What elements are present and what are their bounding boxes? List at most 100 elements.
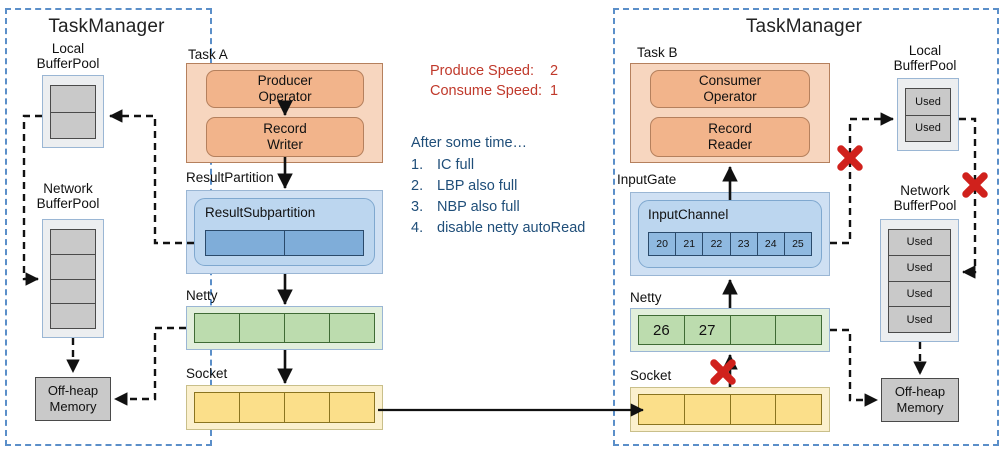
netty-cell xyxy=(731,316,777,344)
buffer-cell: Used xyxy=(889,281,950,308)
blocked-marker-socket-to-netty-icon xyxy=(710,359,736,385)
step-number: 3. xyxy=(411,199,424,215)
right-local-bufferpool-label-line1: Local xyxy=(908,43,942,58)
buffer-cell xyxy=(51,279,95,305)
input-channel-label: InputChannel xyxy=(648,207,729,222)
netty-cell xyxy=(285,314,330,342)
left-netty-label: Netty xyxy=(186,288,218,303)
left-offheap-memory: Off-heap Memory xyxy=(35,377,111,421)
record-reader: Record Reader xyxy=(650,117,810,157)
produce-speed-label: Produce Speed: xyxy=(430,63,534,79)
left-netty-cells xyxy=(194,313,375,343)
step-number: 4. xyxy=(411,220,424,236)
blocked-marker-local-pool-icon xyxy=(837,145,863,171)
list-item: 4. disable netty autoRead xyxy=(411,218,585,239)
left-network-bufferpool-cells xyxy=(50,229,96,329)
buffer-cell: Used xyxy=(906,89,950,116)
input-channel-cell: 25 xyxy=(792,238,804,250)
consume-speed-label: Consume Speed: xyxy=(430,83,543,99)
socket-cell xyxy=(731,395,777,424)
steps-list: 1. IC full 2. LBP also full 3. NBP also ful… xyxy=(411,155,585,239)
input-channel-cell: 23 xyxy=(731,233,758,255)
right-network-bufferpool-cells: Used Used Used Used xyxy=(888,229,951,333)
left-local-bufferpool-cells xyxy=(50,85,96,139)
producer-operator: Producer Operator xyxy=(206,70,364,108)
task-a-label: Task A xyxy=(188,47,228,62)
left-socket-label: Socket xyxy=(186,366,228,381)
input-channel-cell: 20 xyxy=(649,233,677,255)
record-reader-line1: Record xyxy=(708,121,752,136)
consumer-operator-line1: Consumer xyxy=(698,73,762,88)
consume-speed-row: Consume Speed: 1 xyxy=(430,81,558,101)
netty-cell xyxy=(195,314,240,342)
left-socket-cells xyxy=(194,392,375,423)
record-writer: Record Writer xyxy=(206,117,364,157)
netty-cell: 26 xyxy=(639,316,685,344)
socket-cell xyxy=(195,393,240,422)
step-number: 2. xyxy=(411,178,424,194)
input-gate-label: InputGate xyxy=(617,172,677,187)
socket-cell xyxy=(685,395,731,424)
input-channel-cell: 24 xyxy=(758,233,785,255)
left-local-bufferpool-label-line2: BufferPool xyxy=(36,56,100,71)
task-b-label: Task B xyxy=(637,45,678,60)
step-text: IC full xyxy=(437,157,475,173)
produce-speed-value: 2 xyxy=(550,63,559,79)
result-partition-label: ResultPartition xyxy=(186,170,274,185)
right-netty-cells: 26 27 xyxy=(638,315,822,345)
consume-speed-value: 1 xyxy=(550,83,559,99)
buffer-cell: Used xyxy=(906,115,950,141)
step-number: 1. xyxy=(411,157,424,173)
buffer-cell xyxy=(51,112,95,138)
taskmanager-left-title: TaskManager xyxy=(48,16,165,37)
buffer-cell: Used xyxy=(889,230,950,256)
step-text: disable netty autoRead xyxy=(437,220,586,236)
result-subpartition-label: ResultSubpartition xyxy=(205,205,316,220)
buffer-cell xyxy=(51,230,95,255)
socket-cell xyxy=(285,393,330,422)
subpartition-cell xyxy=(285,231,363,255)
left-local-bufferpool-label-line1: Local xyxy=(51,41,85,56)
taskmanager-right-panel xyxy=(613,8,999,446)
right-local-bufferpool-cells: Used Used xyxy=(905,88,951,142)
record-reader-line2: Reader xyxy=(707,137,753,152)
producer-operator-line1: Producer xyxy=(257,73,313,88)
socket-cell xyxy=(776,395,821,424)
consumer-operator-line2: Operator xyxy=(703,89,757,104)
offheap-line2: Memory xyxy=(49,399,97,414)
producer-operator-line2: Operator xyxy=(258,89,312,104)
buffer-cell xyxy=(51,254,95,280)
netty-cell xyxy=(776,316,821,344)
step-text: LBP also full xyxy=(437,178,518,194)
input-channel-cell: 22 xyxy=(703,233,731,255)
left-network-bufferpool-label-line1: Network xyxy=(43,181,93,196)
right-socket-label: Socket xyxy=(630,368,672,383)
list-item: 2. LBP also full xyxy=(411,176,585,197)
consumer-operator: Consumer Operator xyxy=(650,70,810,108)
offheap-line1: Off-heap xyxy=(47,383,99,398)
right-socket-cells xyxy=(638,394,822,425)
input-channel-cell: 21 xyxy=(676,233,704,255)
result-subpartition-cells xyxy=(205,230,364,256)
record-writer-line2: Writer xyxy=(267,137,303,152)
left-network-bufferpool-label-line2: BufferPool xyxy=(36,196,100,211)
buffer-cell xyxy=(51,304,95,328)
blocked-marker-network-pool-icon xyxy=(962,172,988,198)
right-netty-label: Netty xyxy=(630,290,662,305)
record-writer-line1: Record xyxy=(263,121,307,136)
buffer-cell xyxy=(51,86,95,113)
offheap-line1: Off-heap xyxy=(894,384,946,399)
socket-cell xyxy=(240,393,285,422)
netty-cell xyxy=(330,314,374,342)
produce-speed-row: Produce Speed: 2 xyxy=(430,61,558,81)
buffer-cell: Used xyxy=(889,307,950,332)
after-some-time-heading: After some time… xyxy=(411,135,528,151)
right-network-bufferpool-label-line1: Network xyxy=(900,183,950,198)
input-channel-cells: 20 21 22 23 24 25 xyxy=(648,232,812,256)
taskmanager-right-title: TaskManager xyxy=(745,16,863,37)
offheap-line2: Memory xyxy=(896,400,944,415)
right-offheap-memory: Off-heap Memory xyxy=(881,378,959,422)
right-network-bufferpool-label-line2: BufferPool xyxy=(893,198,957,213)
step-text: NBP also full xyxy=(437,199,520,215)
